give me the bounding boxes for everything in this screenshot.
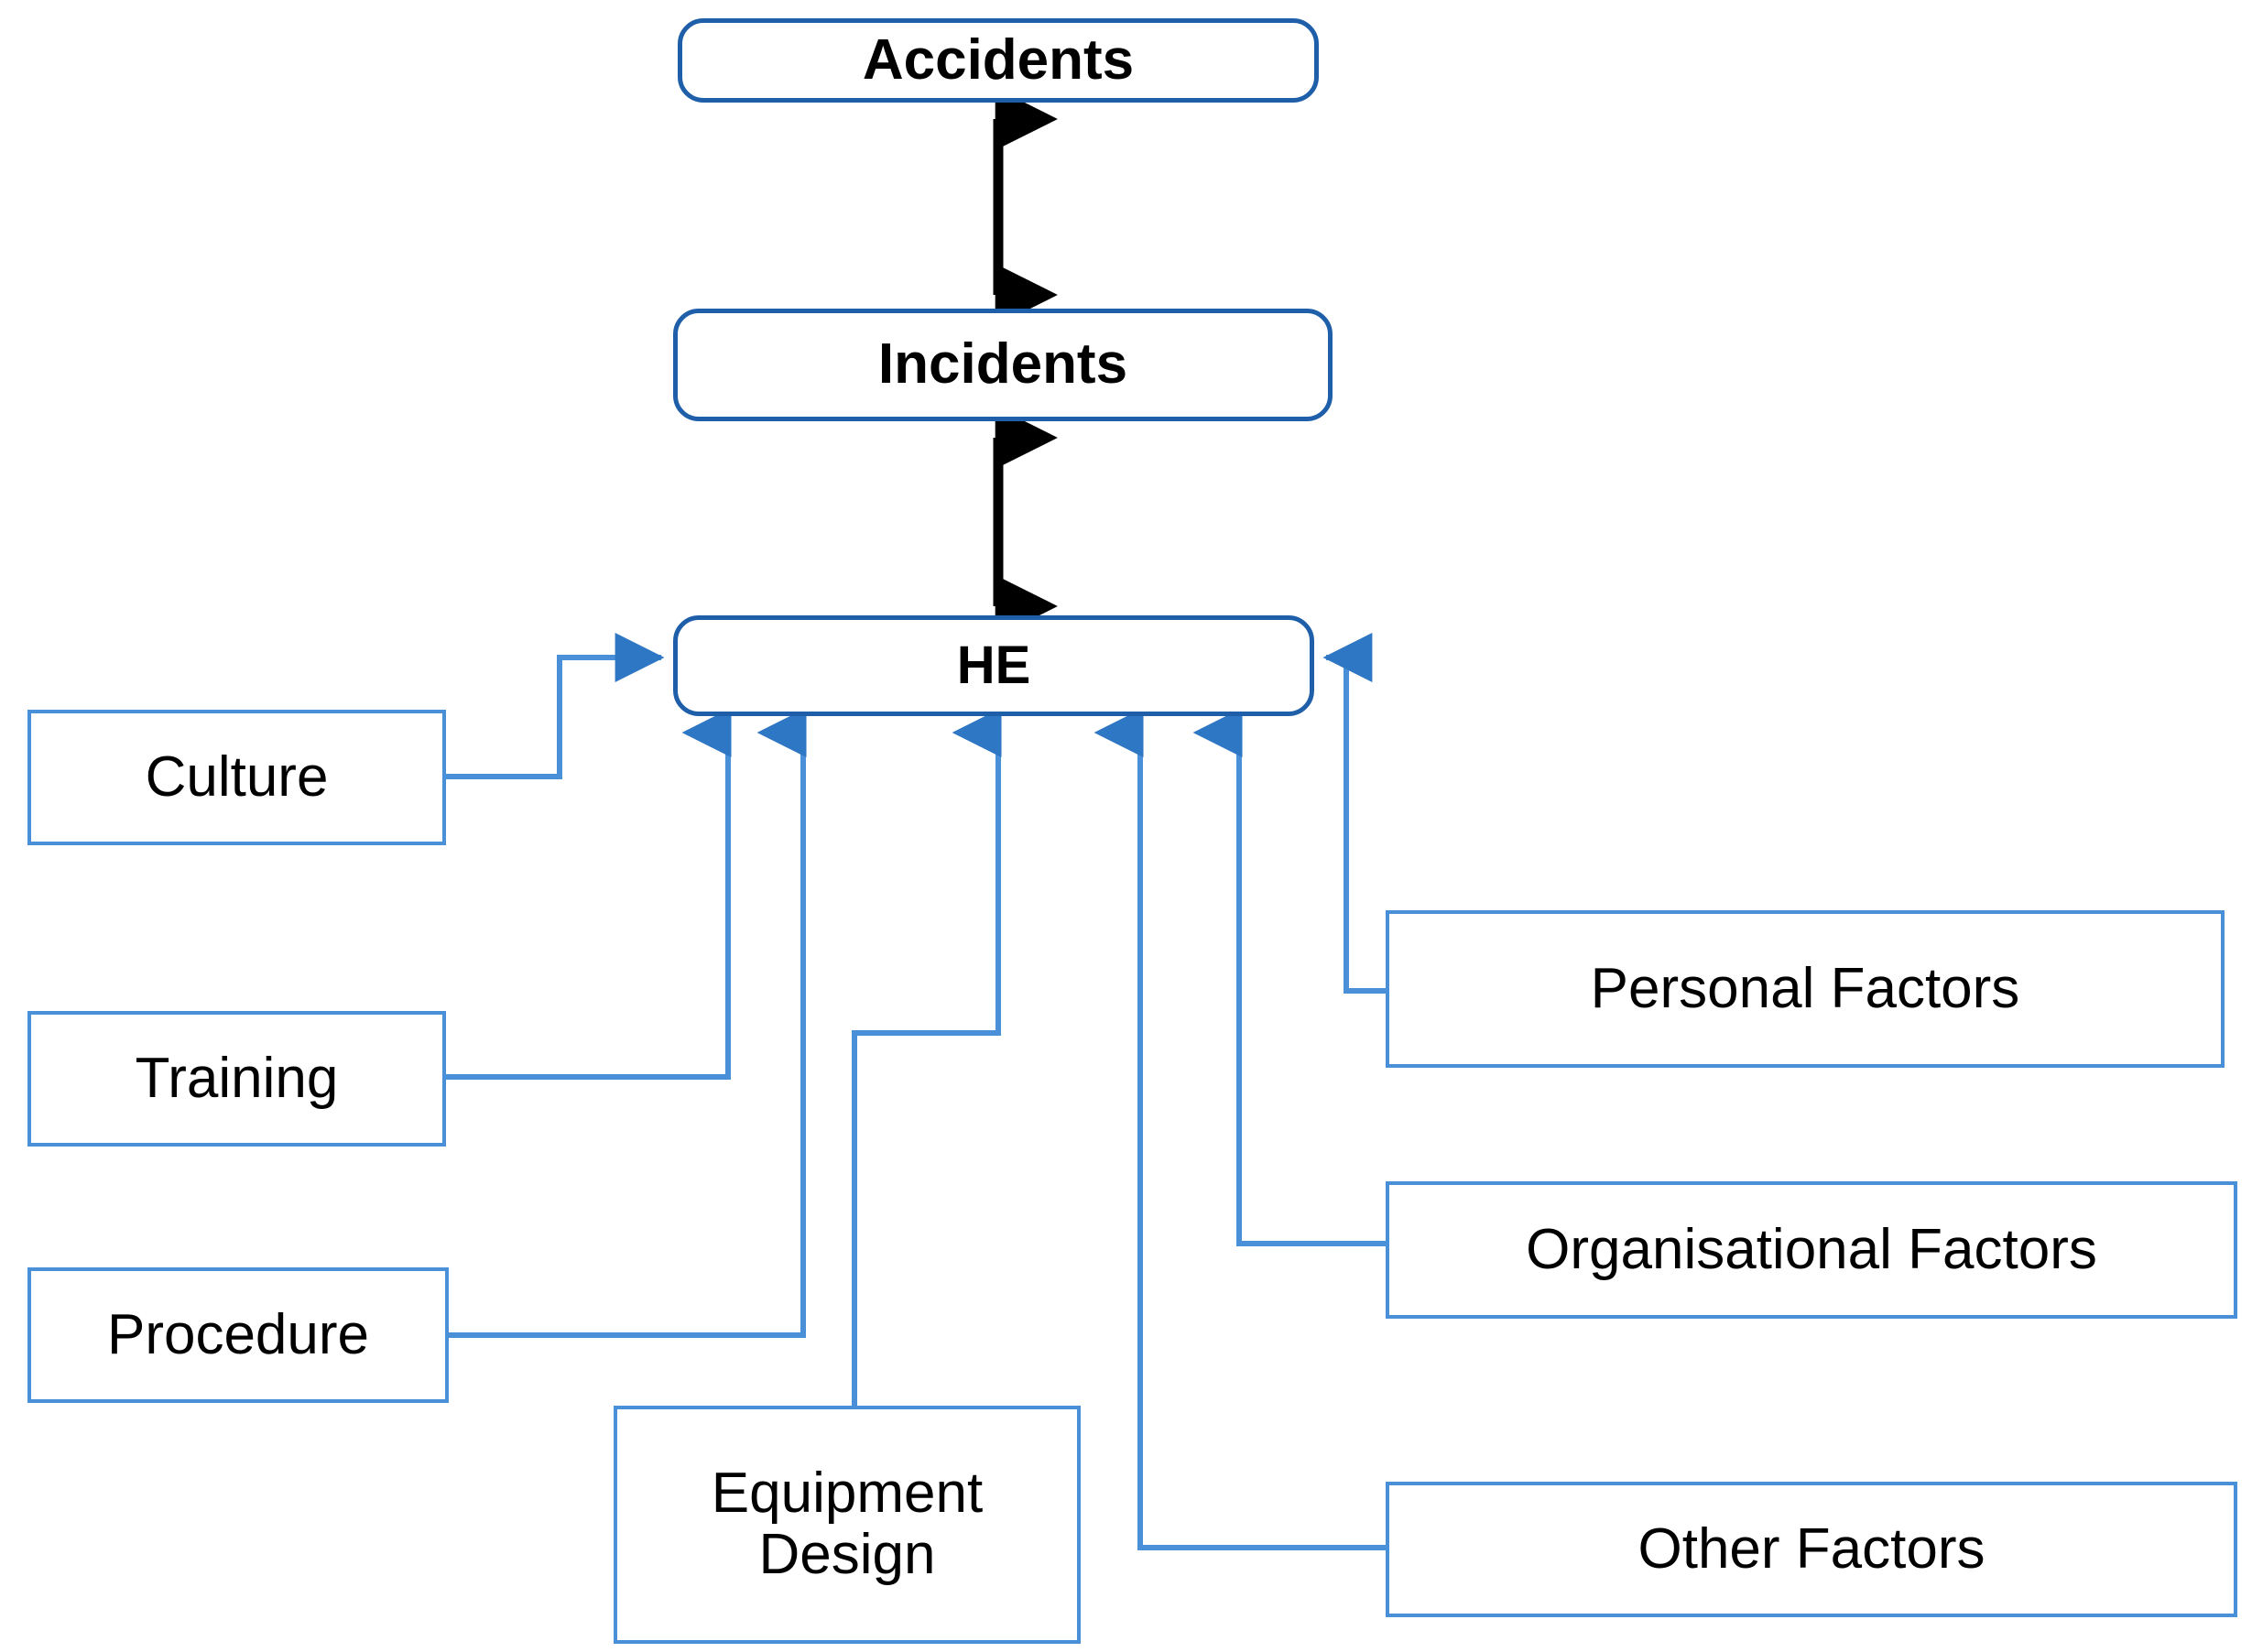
node-incidents-label: Incidents: [877, 332, 1128, 397]
node-he-label: HE: [956, 635, 1031, 695]
node-personal-factors-label: Personal Factors: [1590, 956, 2020, 1020]
node-equipment-design[interactable]: Equipment Design: [614, 1406, 1081, 1644]
node-other-factors[interactable]: Other Factors: [1386, 1482, 2237, 1617]
node-personal-factors[interactable]: Personal Factors: [1386, 910, 2225, 1068]
connector-culture-he: [446, 633, 665, 779]
node-other-factors-label: Other Factors: [1637, 1516, 1985, 1581]
node-accidents-label: Accidents: [862, 27, 1135, 92]
node-organisational-factors[interactable]: Organisational Factors: [1386, 1181, 2237, 1319]
connector-equipment-he: [852, 708, 1002, 1406]
node-incidents[interactable]: Incidents: [673, 309, 1333, 421]
connector-training-he: [446, 708, 732, 1080]
node-accidents[interactable]: Accidents: [678, 18, 1319, 103]
connector-other-he: [1093, 708, 1386, 1550]
node-culture-label: Culture: [145, 744, 329, 809]
node-he[interactable]: HE: [673, 615, 1314, 716]
node-procedure-label: Procedure: [106, 1302, 370, 1366]
node-procedure[interactable]: Procedure: [27, 1267, 449, 1403]
connector-procedure-he: [449, 708, 807, 1338]
node-training[interactable]: Training: [27, 1011, 446, 1147]
node-organisational-factors-label: Organisational Factors: [1526, 1217, 2097, 1281]
connector-personal-he: [1322, 633, 1386, 994]
node-training-label: Training: [135, 1046, 339, 1110]
connector-organisational-he: [1192, 708, 1386, 1246]
node-culture[interactable]: Culture: [27, 710, 446, 845]
node-equipment-design-label: Equipment Design: [711, 1462, 984, 1586]
